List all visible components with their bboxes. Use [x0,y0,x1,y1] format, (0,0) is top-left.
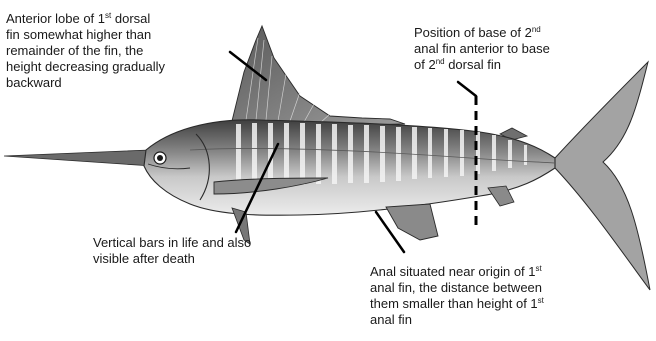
arrow-second-anal [458,82,476,96]
annotation-line: anal fin [370,312,600,328]
annotation-line: fin somewhat higher than [6,27,211,43]
caudal-fin [555,62,650,290]
annotation-dorsal-lobe: Anterior lobe of 1st dorsalfin somewhat … [6,11,211,91]
annotation-line: height decreasing gradually [6,59,211,75]
annotation-second-anal-fin: Position of base of 2ndanal fin anterior… [414,25,614,73]
annotation-line: visible after death [93,251,298,267]
eye-pupil [157,155,163,161]
annotation-line: Position of base of 2nd [414,25,614,41]
annotation-vertical-bars: Vertical bars in life and alsovisible af… [93,235,298,267]
annotation-anal-origin: Anal situated near origin of 1stanal fin… [370,264,600,328]
annotation-line: remainder of the fin, the [6,43,211,59]
bill [4,150,152,166]
annotation-line: Vertical bars in life and also [93,235,298,251]
annotation-line: anal fin, the distance between [370,280,600,296]
annotation-line: Anal situated near origin of 1st [370,264,600,280]
annotation-line: them smaller than height of 1st [370,296,600,312]
annotation-line: Anterior lobe of 1st dorsal [6,11,211,27]
annotation-line: anal fin anterior to base [414,41,614,57]
first-dorsal-fin [232,26,405,126]
annotation-line: of 2nd dorsal fin [414,57,614,73]
first-anal-fin [386,204,438,240]
annotation-line: backward [6,75,211,91]
